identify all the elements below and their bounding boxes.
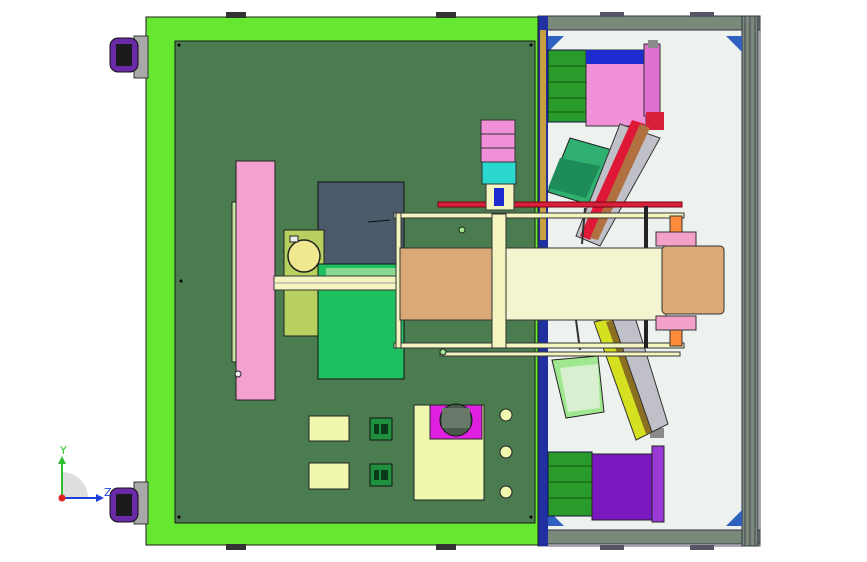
button-2: [499, 445, 513, 459]
top-cylinder-assembly: [547, 40, 664, 130]
cream-belt-section: [495, 247, 667, 321]
display-unit-bottom: [369, 463, 393, 487]
green-mount-strip: [326, 268, 396, 276]
motor-shaft: [367, 219, 391, 223]
button-1: [499, 408, 513, 422]
caster-top: [109, 35, 149, 79]
rail-fitting: [458, 226, 466, 234]
display-unit-top: [369, 417, 393, 441]
z-axis-label: Z: [104, 486, 112, 499]
end-roller-cap-top: [655, 231, 697, 247]
vertical-actuator: [480, 119, 517, 349]
tan-belt-section: [399, 247, 497, 321]
controller-box: [413, 403, 485, 501]
end-roller-cap-bottom: [655, 315, 697, 331]
axis-triad: Y Z: [58, 444, 112, 502]
button-3: [499, 485, 513, 499]
pink-guide-plate: [231, 160, 276, 401]
power-module-bottom: [308, 462, 350, 490]
roller-collar-top: [669, 215, 683, 233]
caster-bottom: [109, 481, 149, 525]
y-axis-label: Y: [59, 444, 67, 457]
motor-housing: [317, 181, 405, 265]
bottom-cylinder-assembly: [547, 428, 665, 523]
x-axis-dot: [58, 494, 66, 502]
power-module-top: [308, 415, 350, 442]
rail-fitting-lower: [439, 348, 447, 356]
roller-collar-bottom: [669, 329, 683, 347]
end-roller: [661, 245, 725, 315]
